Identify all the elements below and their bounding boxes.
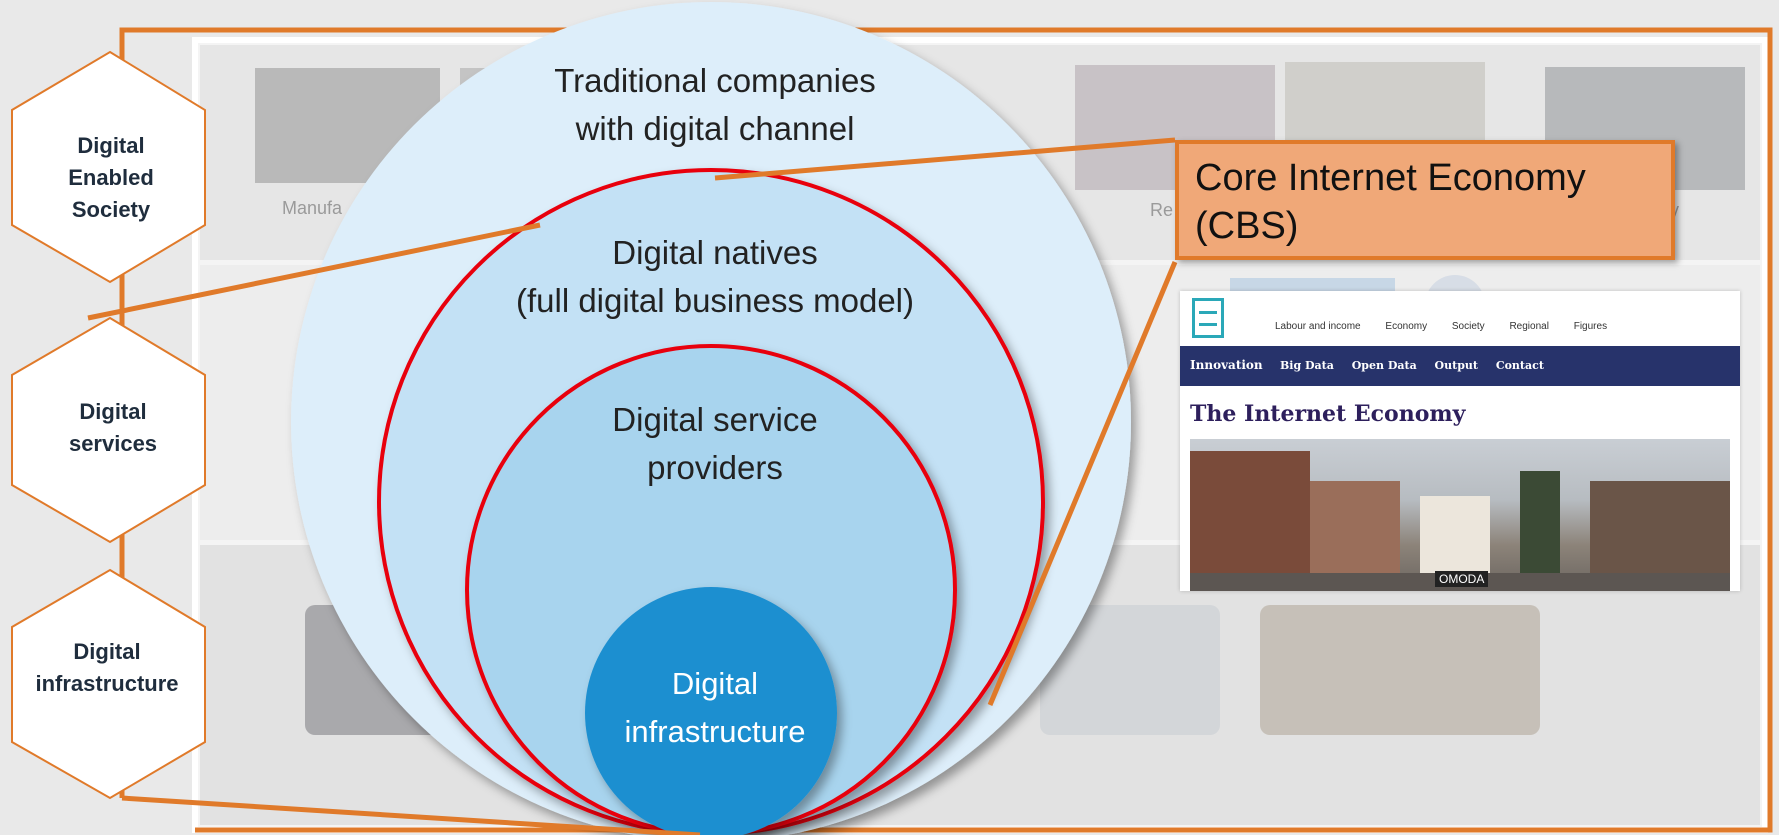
cbs-menu-open-data: Open Data: [1351, 359, 1417, 372]
hex-infra: [11, 568, 206, 800]
cbs-nav-regional: Regional: [1509, 321, 1549, 332]
cbs-menu-contact: Contact: [1495, 359, 1544, 372]
connector-callout-to-ring: [987, 261, 1178, 706]
cbs-nav-society: Society: [1451, 321, 1485, 332]
layer-hexagons: [11, 50, 206, 800]
photo-church: [1590, 481, 1730, 591]
cbs-nav-labour: Labour and income: [1275, 321, 1361, 332]
label-infrastructure: Digital infrastructure: [624, 666, 806, 749]
cbs-nav-economy: Economy: [1385, 321, 1428, 332]
connector-society-to-natives: [87, 222, 541, 321]
hex-services: [11, 316, 206, 544]
layer-label-services: Digital services: [68, 399, 158, 456]
bg-label-retail: Re: [1150, 200, 1174, 220]
label-traditional: Traditional companies with digital chann…: [554, 62, 876, 147]
cbs-page-title: The Internet Economy: [1190, 401, 1466, 427]
connector-infra-to-base: [121, 795, 701, 835]
cbs-menu-big-data: Big Data: [1280, 359, 1334, 372]
photo-sign-omoda: OMODA: [1435, 571, 1489, 587]
cbs-street-photo: OMODA: [1190, 439, 1730, 591]
hex-society: [11, 50, 206, 284]
core-internet-economy-callout: Core Internet Economy (CBS): [1175, 140, 1675, 260]
cbs-top-nav: Labour and income Economy Society Region…: [1275, 321, 1629, 332]
photo-building-mid: [1310, 481, 1400, 591]
photo-cables: [1260, 605, 1540, 735]
connector-natives-to-callout: [714, 137, 1176, 181]
label-service-providers: Digital service providers: [612, 401, 818, 486]
cbs-header: Labour and income Economy Society Region…: [1180, 291, 1740, 346]
photo-building-left: [1190, 451, 1310, 591]
cbs-section-bar: Innovation Big Data Open Data Output Con…: [1180, 346, 1740, 386]
cbs-menu-output: Output: [1434, 359, 1478, 372]
circle-infrastructure: [585, 587, 837, 835]
layer-label-infra: Digital infrastructure: [35, 639, 179, 696]
cbs-nav-figures: Figures: [1573, 321, 1608, 332]
cbs-webpage-screenshot: Labour and income Economy Society Region…: [1180, 291, 1740, 591]
bg-label-manufacturing: Manufa: [282, 198, 343, 218]
layer-label-society: Digital Enabled Society: [68, 133, 154, 222]
label-digital-natives: Digital natives (full digital business m…: [515, 234, 914, 319]
cbs-section-menu: Big Data Open Data Output Contact: [1280, 359, 1558, 372]
cbs-section-name: Innovation: [1190, 358, 1263, 372]
photo-tree: [1520, 471, 1560, 591]
photo-map: [1040, 605, 1220, 735]
cbs-logo-icon: [1192, 298, 1224, 338]
